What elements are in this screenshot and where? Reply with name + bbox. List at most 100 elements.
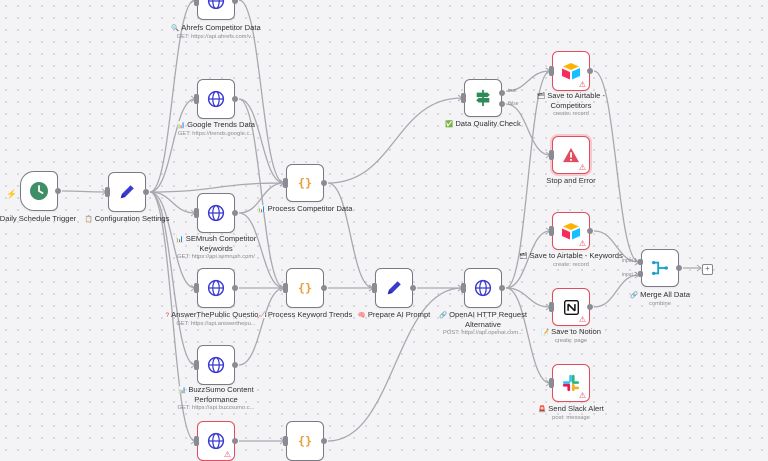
connection-line: [149, 98, 196, 193]
node-process-competitor-data[interactable]: {}: [283, 164, 327, 202]
notion-icon: [563, 299, 579, 315]
output-port[interactable]: [143, 189, 149, 195]
braces-icon: {}: [298, 281, 312, 295]
airtable-icon: [562, 223, 580, 240]
label-data-quality-check: ✅Data Quality Check: [445, 119, 521, 128]
connection-line: [505, 287, 551, 308]
node-configuration-settings[interactable]: [105, 172, 149, 212]
svg-text:{}: {}: [298, 281, 312, 295]
node-buzzsumo-content-performance[interactable]: [194, 345, 238, 385]
node-send-slack-alert[interactable]: ⚠: [549, 364, 590, 402]
label-process-keyword-trends: 📈Process Keyword Trends: [257, 310, 353, 319]
pencil-icon: [120, 185, 134, 199]
connection-line: [238, 212, 285, 289]
node-ahrefs-competitor-data[interactable]: [194, 0, 238, 20]
globe-icon: [207, 356, 225, 374]
braces-icon: {}: [298, 176, 312, 190]
globe-icon: [207, 204, 225, 222]
connection-line: [149, 0, 196, 193]
node-data-quality-check[interactable]: [461, 79, 505, 117]
label-daily-schedule-trigger: Daily Schedule Trigger: [0, 214, 77, 223]
edge-label-true: true: [508, 88, 517, 94]
clock-icon: [30, 182, 48, 200]
svg-text:{}: {}: [298, 434, 312, 448]
edge-label-input-2: input 2: [622, 272, 638, 278]
label-process-competitor-data: 📊Process Competitor Data: [257, 204, 353, 213]
node-openai-http-request[interactable]: [461, 268, 505, 308]
connection-line: [505, 70, 551, 289]
merge-icon: [652, 260, 668, 276]
node-save-to-notion[interactable]: ⚠: [549, 288, 593, 326]
node-daily-schedule-trigger[interactable]: [20, 171, 61, 211]
connection-arrow: [696, 264, 702, 272]
connection-line: [149, 182, 285, 193]
output-port[interactable]: [55, 188, 61, 194]
node-google-trends-data[interactable]: [194, 79, 238, 119]
connection-line: [327, 97, 463, 184]
globe-icon: [207, 432, 225, 450]
trigger-bolt-icon: ⚡: [6, 189, 18, 199]
connection-line: [505, 230, 551, 289]
connection-arrow: [190, 0, 196, 4]
connection-line: [61, 190, 107, 193]
signpost-icon: [476, 89, 490, 107]
connection-line: [327, 287, 463, 442]
warning-icon: ⚠: [223, 450, 231, 459]
globe-icon: [207, 90, 225, 108]
label-prepare-ai-prompt: 🧠Prepare AI Prompt: [357, 310, 431, 319]
node-process-keyword-trends[interactable]: {}: [283, 268, 327, 308]
globe-icon: [207, 279, 225, 297]
braces-icon: {}: [298, 434, 312, 448]
warning-icon: ⚠: [578, 391, 586, 400]
connection-line: [593, 70, 640, 263]
node-save-to-airtable-competitors[interactable]: ⚠: [549, 51, 593, 91]
connection-line: [505, 103, 551, 156]
connection-line: [238, 287, 285, 366]
warning-icon: ⚠: [578, 163, 586, 172]
airtable-icon: [562, 63, 580, 80]
connection-line: [149, 191, 196, 366]
connection-line: [238, 98, 285, 289]
connection-line: [238, 98, 285, 184]
connection-line: [593, 230, 640, 263]
connection-line: [505, 287, 551, 384]
node-bottom-http-request[interactable]: ⚠: [194, 421, 238, 461]
add-node-button[interactable]: +: [702, 264, 713, 275]
connection-line: [327, 182, 374, 289]
warning-icon: ⚠: [578, 239, 586, 248]
node-bottom-code[interactable]: {}: [283, 421, 327, 461]
label-configuration-settings: 📋Configuration Settings: [84, 214, 170, 223]
svg-text:{}: {}: [298, 176, 312, 190]
edge-label-input-1: input 1: [622, 258, 638, 264]
pencil-icon: [387, 281, 401, 295]
node-save-to-airtable-keywords[interactable]: ⚠: [549, 212, 593, 250]
connection-line: [505, 70, 551, 92]
globe-icon: [207, 0, 225, 10]
warning-icon: [563, 147, 579, 163]
label-stop-and-error: Stop and Error: [546, 176, 596, 185]
connection-line: [593, 274, 640, 308]
slack-icon: [562, 374, 580, 392]
globe-icon: [474, 279, 492, 297]
node-answerthepublic-questions[interactable]: [194, 268, 238, 308]
node-semrush-competitor-keywords[interactable]: [194, 193, 238, 233]
node-merge-all-data[interactable]: [638, 249, 682, 287]
connection-line: [149, 191, 196, 442]
edge-label-false: false: [508, 101, 519, 107]
warning-icon: ⚠: [578, 80, 586, 89]
warning-icon: ⚠: [578, 315, 586, 324]
node-stop-and-error[interactable]: ⚠: [549, 136, 590, 174]
node-prepare-ai-prompt[interactable]: [372, 268, 416, 308]
